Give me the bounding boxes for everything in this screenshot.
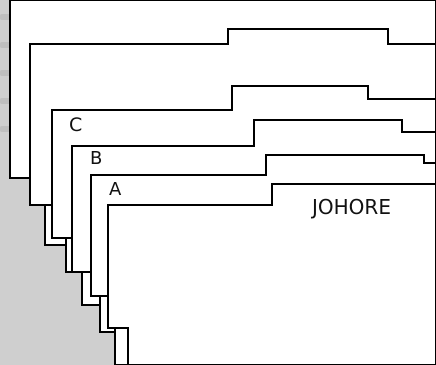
- folder-c-label: C: [69, 114, 82, 136]
- folder-a-label: A: [109, 179, 122, 200]
- folder-b-label: B: [90, 148, 102, 169]
- folder-johore-label: JOHORE: [310, 195, 391, 219]
